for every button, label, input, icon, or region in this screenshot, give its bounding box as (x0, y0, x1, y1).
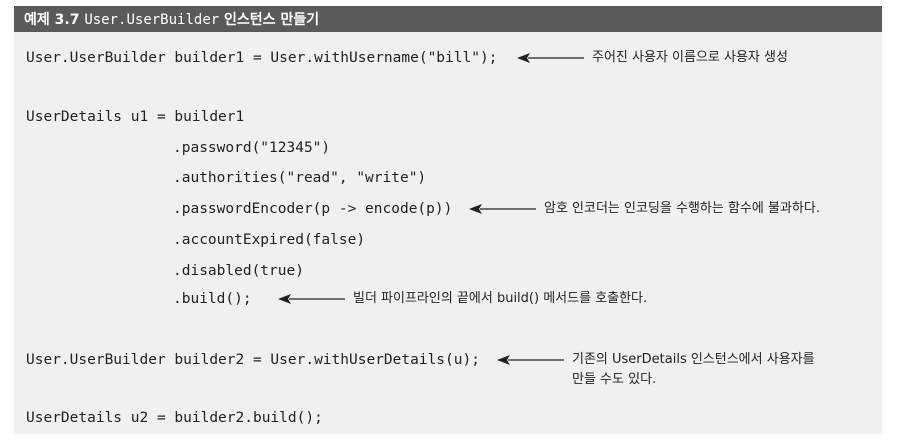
listing-title: 예제 3.7 User.UserBuilder 인스턴스 만들기 (14, 9, 319, 29)
code-line: .accountExpired(false) (173, 232, 366, 248)
annotation-text: 기존의 UserDetails 인스턴스에서 사용자를 (572, 352, 815, 367)
listing-header: 예제 3.7 User.UserBuilder 인스턴스 만들기 (14, 6, 882, 32)
code-line: .disabled(true) (173, 263, 304, 279)
annotation-text: 암호 인코더는 인코딩을 수행하는 함수에 불과하다. (544, 201, 820, 216)
code-panel: User.UserBuilder builder1 = User.withUse… (14, 32, 882, 434)
code-line: UserDetails u2 = builder2.build(); (26, 410, 323, 426)
listing-title-suffix: 인스턴스 만들기 (219, 12, 320, 28)
listing-title-code: User.UserBuilder (84, 12, 220, 28)
arrow-left-icon (517, 53, 584, 63)
code-line: .build(); (173, 291, 252, 307)
code-line: User.UserBuilder builder1 = User.withUse… (26, 50, 498, 66)
code-line: UserDetails u1 = builder1 (26, 109, 245, 125)
annotation-text: 만들 수도 있다. (572, 372, 657, 387)
annotation: 빌더 파이프라인의 끝에서 build() 메서드를 호출한다. (277, 290, 647, 308)
annotation: 주어진 사용자 이름으로 사용자 생성 (516, 49, 788, 67)
annotation-text: 주어진 사용자 이름으로 사용자 생성 (592, 50, 788, 65)
code-line: User.UserBuilder builder2 = User.withUse… (26, 352, 480, 368)
arrow-left-icon (497, 355, 564, 365)
arrow-left-icon (278, 294, 345, 304)
code-line: .authorities("read", "write") (173, 170, 427, 186)
listing-title-prefix: 예제 3.7 (24, 12, 85, 28)
annotation: 기존의 UserDetails 인스턴스에서 사용자를 (496, 351, 815, 369)
code-line: .password("12345") (173, 140, 331, 156)
annotation: 암호 인코더는 인코딩을 수행하는 함수에 불과하다. (468, 200, 820, 218)
annotation-text: 빌더 파이프라인의 끝에서 build() 메서드를 호출한다. (353, 291, 648, 306)
code-line: .passwordEncoder(p -> encode(p)) (173, 201, 453, 217)
arrow-left-icon (469, 204, 536, 214)
